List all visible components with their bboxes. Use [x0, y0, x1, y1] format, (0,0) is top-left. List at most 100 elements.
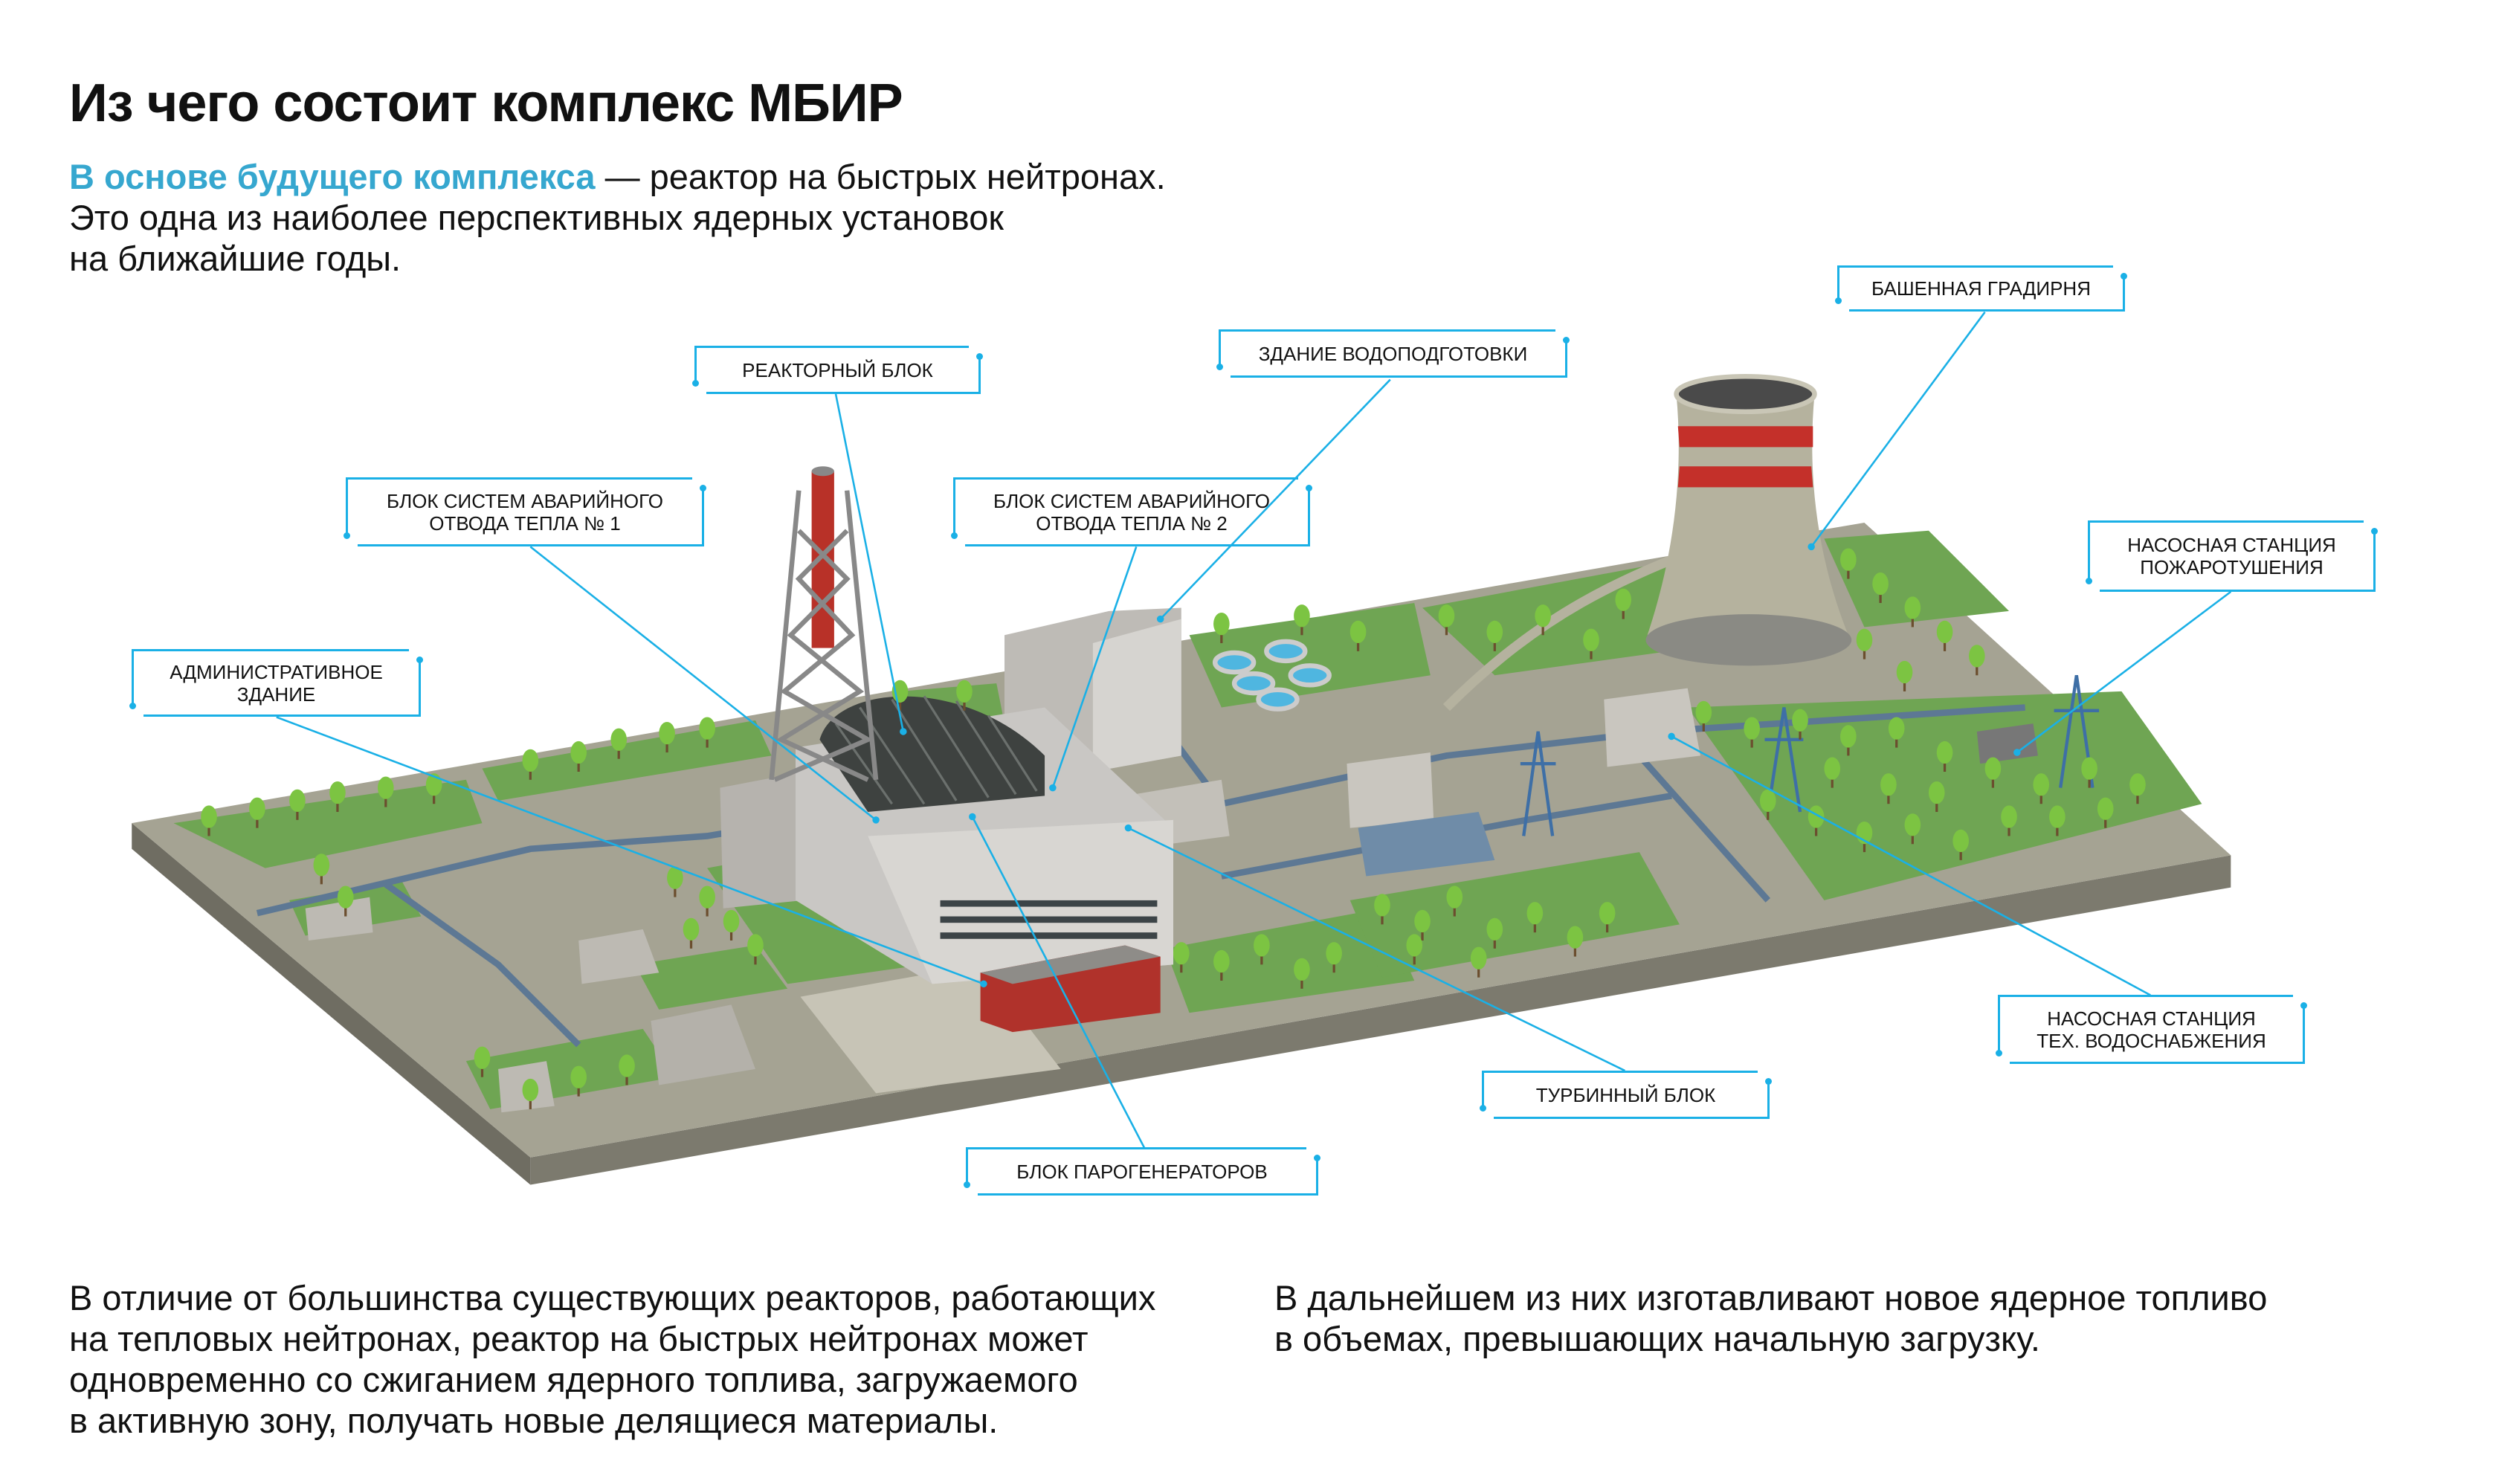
tree	[1349, 620, 1367, 644]
tree	[1896, 660, 1913, 684]
text-line: в объемах, превышающих начальную загрузк…	[1274, 1319, 2040, 1358]
tree	[956, 680, 973, 703]
tree	[1486, 917, 1503, 941]
label-cooling-tower: Башенная градирня	[1835, 265, 2127, 312]
tree	[1840, 725, 1857, 748]
water-treatment-building	[1004, 607, 1332, 772]
leader-dot	[900, 728, 907, 735]
tree	[570, 1065, 587, 1088]
label-emergency-heat-1: Блок систем аварийного отвода тепла № 1	[344, 477, 706, 546]
tree	[1880, 773, 1897, 796]
tree	[1599, 902, 1616, 925]
tree	[747, 934, 764, 957]
tree	[1807, 805, 1825, 828]
tree	[1888, 717, 1905, 740]
bottom-text-right: В дальнейшем из них изготавливают новое …	[1274, 1277, 2464, 1359]
plate-side-left	[132, 823, 531, 1185]
leader-line	[1810, 311, 1986, 548]
leader-line	[1051, 546, 1138, 789]
leader-dot	[1124, 824, 1132, 832]
tree	[1326, 942, 1342, 965]
tree	[1984, 757, 2002, 780]
tree	[1294, 958, 1310, 981]
tree	[1968, 645, 1985, 668]
leader-line	[1159, 378, 1391, 620]
tree	[1824, 757, 1841, 780]
tree	[1936, 620, 1953, 644]
tree	[1486, 620, 1503, 644]
text-line: В дальнейшем из них изготавливают новое …	[1274, 1278, 2268, 1317]
text-line: одновременно со сжиганием ядерного топли…	[69, 1360, 1078, 1399]
tree	[1470, 946, 1487, 970]
tree	[1535, 604, 1551, 628]
tree	[1213, 612, 1230, 636]
tree	[1744, 717, 1760, 740]
tree	[2049, 805, 2066, 828]
tree	[1414, 909, 1431, 933]
tree	[667, 866, 683, 889]
tree	[522, 749, 539, 772]
tree	[1936, 741, 1953, 764]
tree	[683, 917, 700, 941]
tree	[723, 909, 740, 933]
leader-line	[971, 816, 1146, 1149]
tree	[1872, 572, 1889, 596]
admin-building	[980, 945, 1161, 1033]
leader-dot	[1807, 543, 1815, 551]
intro-line-2: Это одна из наиболее перспективных ядерн…	[69, 198, 1004, 237]
label-admin-building: Административное здание	[129, 649, 423, 717]
tree	[659, 721, 675, 745]
leader-dot	[1668, 732, 1675, 741]
tree	[1446, 885, 1463, 909]
tree	[522, 1078, 539, 1102]
tree	[377, 776, 394, 799]
intro-text: В основе будущего комплекса — реактор на…	[69, 156, 1333, 279]
ventilation-stack	[769, 466, 879, 782]
tree	[1213, 949, 1230, 973]
tree	[329, 781, 346, 804]
text-line: на тепловых нейтронах, реактор на быстры…	[69, 1319, 1089, 1358]
leader-line	[1671, 735, 2151, 996]
tree	[1406, 934, 1423, 957]
tree	[1374, 894, 1390, 917]
leader-line	[834, 393, 905, 732]
tree	[699, 717, 715, 740]
tree	[619, 1054, 635, 1077]
tree	[1759, 789, 1776, 813]
transmission-towers	[1520, 674, 2100, 836]
label-fire-pump-station: Насосная станция пожаротушения	[2086, 520, 2378, 592]
leader-dot	[2013, 749, 2021, 756]
label-emergency-heat-2: Блок систем аварийного отвода тепла № 2	[951, 477, 1312, 546]
intro-accent: В основе будущего комплекса	[69, 157, 596, 196]
tree	[2081, 757, 2097, 780]
tree	[699, 885, 715, 909]
tree	[337, 885, 354, 909]
text-line: в активную зону, получать новые делящиес…	[69, 1401, 999, 1440]
label-water-treatment: Здание водоподготовки	[1216, 329, 1570, 378]
tree	[2129, 773, 2146, 796]
tree	[201, 805, 217, 828]
label-steam-generators: Блок парогенераторов	[964, 1147, 1320, 1196]
reactor-building	[720, 695, 1173, 984]
text-line: В отличие от большинства существующих ре…	[69, 1278, 1156, 1317]
leader-dot	[980, 980, 987, 988]
tree	[1695, 700, 1712, 724]
tree	[1294, 604, 1310, 628]
leader-dot	[969, 813, 976, 821]
tree	[289, 789, 306, 813]
leader-line	[2016, 590, 2232, 754]
tree	[249, 797, 265, 820]
tree	[610, 728, 628, 751]
intro-line-1: — реактор на быстрых нейтронах.	[595, 157, 1166, 196]
trees	[201, 548, 2146, 1109]
leader-lines	[276, 311, 2232, 1149]
label-tech-pump-station: Насосная станция тех. водоснабжения	[1996, 995, 2307, 1064]
tree	[1952, 829, 1969, 853]
intro-line-3: на ближайшие годы.	[69, 239, 402, 278]
tree	[1928, 781, 1945, 804]
tree	[313, 854, 330, 877]
leader-dot	[1156, 615, 1164, 623]
label-reactor: Реакторный блок	[692, 346, 983, 394]
tree	[2097, 797, 2114, 820]
